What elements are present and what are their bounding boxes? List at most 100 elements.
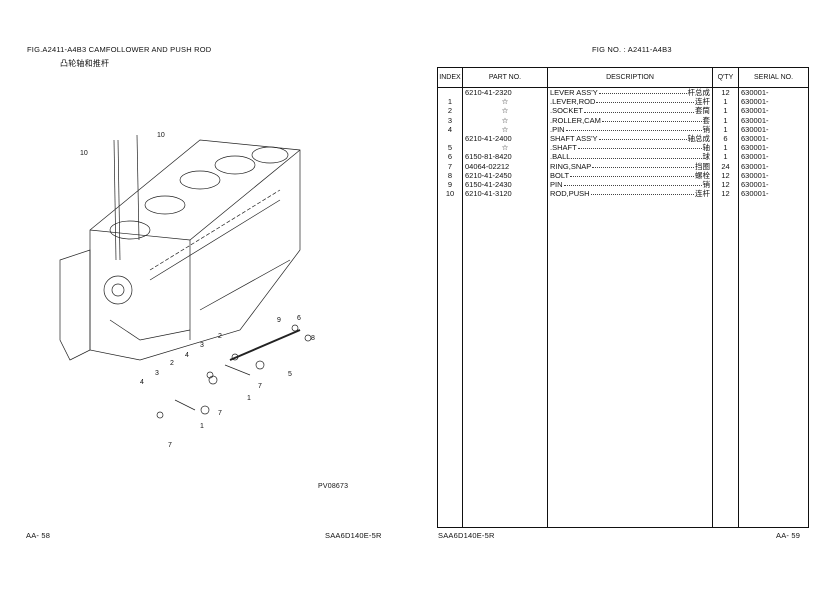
figure-title: FIG.A2411-A4B3 CAMFOLLOWER AND PUSH ROD bbox=[27, 45, 212, 54]
leader-dots bbox=[577, 143, 702, 150]
cell-index: 7 bbox=[437, 161, 463, 171]
figure-number: FIG NO. : A2411-A4B3 bbox=[592, 45, 672, 54]
header-index: INDEX bbox=[437, 67, 463, 88]
leader-dots bbox=[563, 180, 702, 187]
header-part-no: PART NO. bbox=[462, 67, 548, 88]
callout-label: 4 bbox=[185, 352, 189, 359]
cell-part-no: ☆ bbox=[462, 97, 548, 107]
cell-part-no: 6210-41-3120 bbox=[462, 189, 548, 199]
header-serial-no: SERIAL NO. bbox=[738, 67, 809, 88]
callout-label: 9 bbox=[277, 317, 281, 324]
leader-dots bbox=[596, 97, 694, 104]
cell-qty: 1 bbox=[712, 124, 739, 135]
cell-index: 6 bbox=[437, 152, 463, 162]
description-cn: 挡圈 bbox=[695, 161, 710, 171]
description-cn: 杆总成 bbox=[687, 88, 711, 97]
cell-serial-no: 630001- bbox=[738, 124, 809, 135]
exploded-parts-drawing: 10 10 9 6 8 5 2 3 4 1 7 2 4 3 7 1 7 bbox=[59, 132, 315, 449]
description-en: PIN bbox=[550, 180, 563, 190]
cell-index: 8 bbox=[437, 170, 463, 181]
callout-label: 1 bbox=[247, 395, 251, 402]
cell-serial-no: 630001- bbox=[738, 87, 809, 98]
cell-index: 2 bbox=[437, 106, 463, 116]
leader-dots bbox=[565, 125, 702, 132]
cell-part-no: 6210-41-2400 bbox=[462, 134, 548, 144]
callout-label: 6 bbox=[297, 315, 301, 322]
cell-description: LEVER ASS'Y 杆总成 bbox=[547, 87, 713, 98]
callout-label: 3 bbox=[155, 370, 159, 377]
description-cn: 销 bbox=[702, 124, 711, 134]
leader-dots bbox=[601, 116, 702, 122]
callout-label: 8 bbox=[311, 335, 315, 342]
description-cn: 轴 bbox=[702, 143, 711, 153]
header-qty: Q'TY bbox=[712, 67, 739, 88]
leader-dots bbox=[598, 88, 687, 95]
cell-description: .SHAFT 轴 bbox=[547, 143, 713, 153]
description-en: LEVER ASS'Y bbox=[550, 88, 598, 97]
cell-index: 10 bbox=[437, 189, 463, 199]
cell-index: 4 bbox=[437, 124, 463, 135]
cell-part-no: ☆ bbox=[462, 143, 548, 153]
cell-serial-no: 630001- bbox=[738, 180, 809, 190]
cell-part-no: ☆ bbox=[462, 124, 548, 135]
cell-part-no: 04064-02212 bbox=[462, 161, 548, 171]
cell-qty: 12 bbox=[712, 87, 739, 98]
leader-dots bbox=[590, 189, 694, 196]
cell-part-no: ☆ bbox=[462, 106, 548, 116]
callout-label: 3 bbox=[200, 342, 204, 349]
description-en: .SHAFT bbox=[550, 143, 577, 153]
description-en: .SOCKET bbox=[550, 106, 583, 116]
table-header-row: INDEX PART NO. DESCRIPTION Q'TY SERIAL N… bbox=[437, 67, 809, 88]
cell-index: 3 bbox=[437, 115, 463, 125]
description-cn: 套筒 bbox=[695, 106, 710, 116]
cell-part-no: 6150-81-8420 bbox=[462, 152, 548, 162]
cell-serial-no: 630001- bbox=[738, 134, 809, 144]
cell-serial-no: 630001- bbox=[738, 189, 809, 199]
description-cn: 连杆 bbox=[695, 189, 710, 199]
description-en: BOLT bbox=[550, 170, 570, 180]
right-model-code: SAA6D140E-5R bbox=[438, 531, 495, 540]
figure-title-chinese: 凸轮轴和推杆 bbox=[60, 59, 110, 68]
cell-part-no: 6210-41-2450 bbox=[462, 170, 548, 181]
parts-table: INDEX PART NO. DESCRIPTION Q'TY SERIAL N… bbox=[437, 67, 809, 528]
cell-description: BOLT 螺栓 bbox=[547, 170, 713, 181]
description-cn: 销 bbox=[702, 180, 711, 190]
drawing-code: PV08673 bbox=[318, 483, 349, 490]
description-en: .PIN bbox=[550, 124, 565, 134]
cell-description: PIN 销 bbox=[547, 180, 713, 190]
cell-qty: 12 bbox=[712, 170, 739, 181]
description-en: SHAFT ASS'Y bbox=[550, 134, 598, 144]
callout-label: 7 bbox=[218, 410, 222, 417]
description-en: .ROLLER,CAM bbox=[550, 115, 601, 125]
leader-dots bbox=[592, 162, 694, 168]
callout-label: 7 bbox=[258, 383, 262, 390]
description-en: ROD,PUSH bbox=[550, 189, 590, 199]
cell-serial-no: 630001- bbox=[738, 97, 809, 107]
cell-description: .PIN 销 bbox=[547, 124, 713, 135]
header-description: DESCRIPTION bbox=[547, 67, 713, 88]
cell-description: .SOCKET 套筒 bbox=[547, 106, 713, 116]
engine-block-outline bbox=[59, 139, 301, 361]
table-filler-row bbox=[437, 198, 809, 528]
cell-part-no: ☆ bbox=[462, 115, 548, 125]
cell-description: ROD,PUSH 连杆 bbox=[547, 189, 713, 199]
cell-qty: 12 bbox=[712, 180, 739, 190]
description-en: .BALL bbox=[550, 152, 571, 162]
callout-label: 1 bbox=[200, 423, 204, 430]
callout-label: 2 bbox=[170, 360, 174, 367]
cell-serial-no: 630001- bbox=[738, 161, 809, 171]
description-cn: 螺栓 bbox=[695, 170, 710, 180]
cell-serial-no: 630001- bbox=[738, 152, 809, 162]
cell-part-no: 6150-41-2430 bbox=[462, 180, 548, 190]
leader-dots bbox=[571, 152, 702, 159]
cell-index: 1 bbox=[437, 97, 463, 107]
